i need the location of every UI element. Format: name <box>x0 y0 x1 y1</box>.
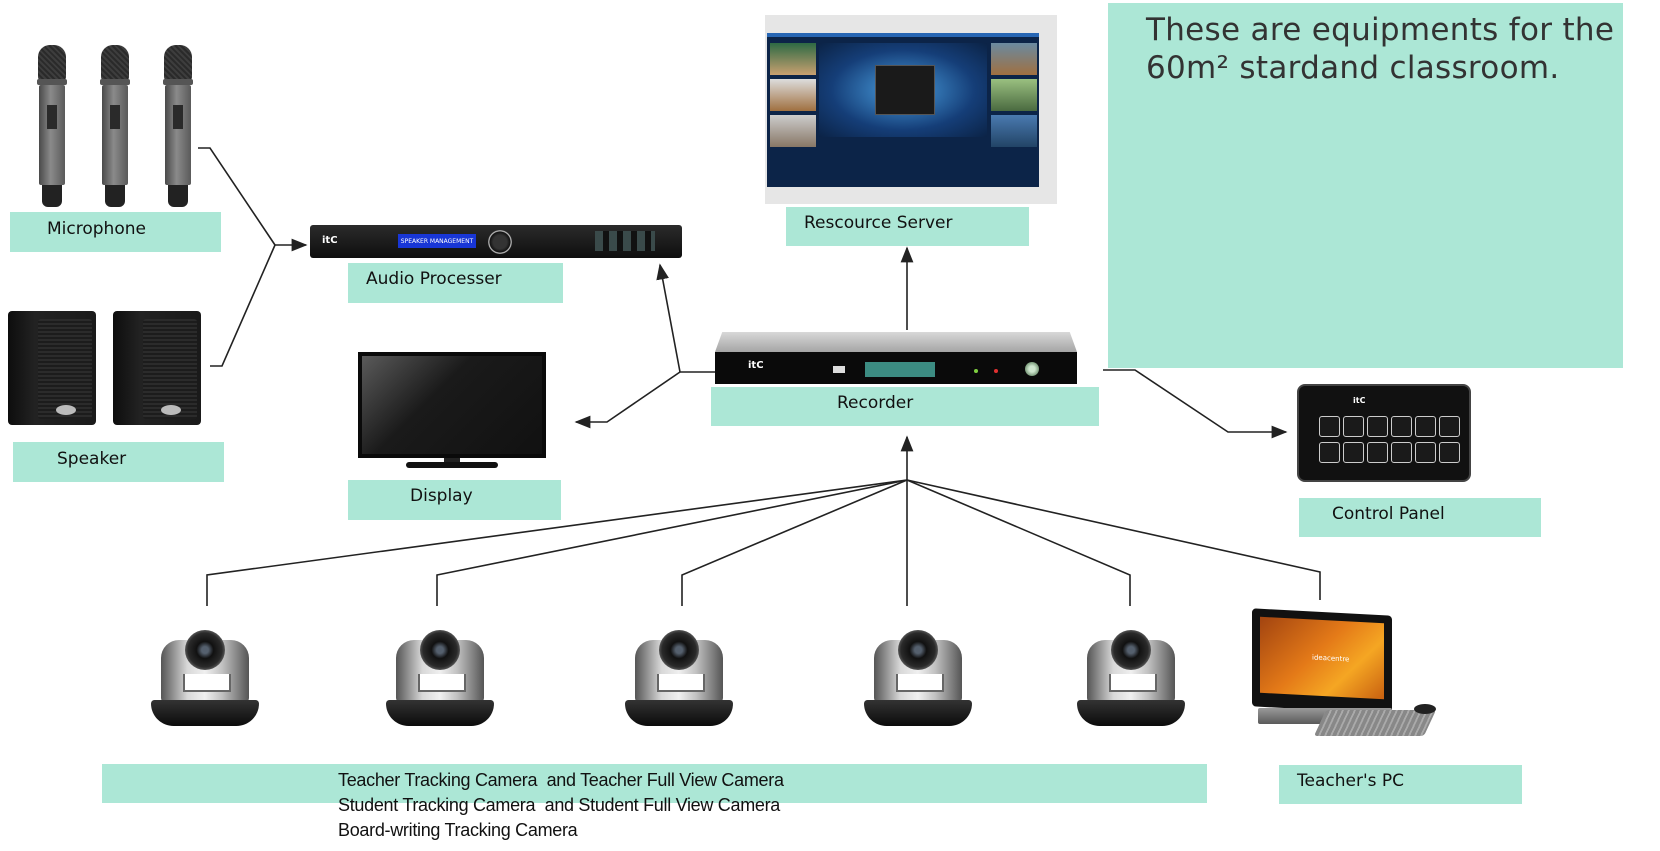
panel-key <box>1343 442 1364 463</box>
brand-logo: itC <box>1353 396 1366 405</box>
resource-server-label: Rescource Server <box>786 207 1029 246</box>
control-panel-device: itC <box>1297 384 1471 482</box>
audio-processor-label-text: Audio Processer <box>366 269 502 289</box>
panel-key <box>1415 442 1436 463</box>
camera-line-1: Teacher Tracking Camera and Teacher Full… <box>338 770 784 790</box>
control-panel-label-text: Control Panel <box>1332 504 1445 524</box>
display-label: Display <box>348 480 561 520</box>
microphone-icon <box>162 45 194 207</box>
wire-microphone <box>198 147 276 246</box>
video-thumbnail <box>770 79 816 111</box>
control-panel-label: Control Panel <box>1299 498 1541 537</box>
video-thumbnail <box>991 79 1037 111</box>
audio-processor-label: Audio Processer <box>348 263 563 303</box>
note-line-1: These are equipments for the <box>1146 12 1615 48</box>
display-device <box>358 352 548 470</box>
teachers-pc-label-text: Teacher's PC <box>1297 771 1404 791</box>
audio-processor-lcd: SPEAKER MANAGEMENT <box>398 234 476 248</box>
teachers-pc-label: Teacher's PC <box>1279 765 1522 804</box>
panel-key <box>1319 416 1340 437</box>
wire-recorder-display <box>574 371 681 429</box>
classroom-note: These are equipments for the 60m² starda… <box>1108 3 1623 368</box>
mouse-icon <box>1414 704 1436 714</box>
wire-speaker <box>210 244 276 367</box>
panel-key <box>1391 416 1412 437</box>
cameras-label <box>102 764 1207 803</box>
video-thumbnail <box>770 115 816 147</box>
recorder-label: Recorder <box>711 387 1099 426</box>
recorder-label-text: Recorder <box>837 393 914 413</box>
recorder-lcd <box>865 362 935 377</box>
note-text: These are equipments for the 60m² starda… <box>1146 11 1614 87</box>
camera-line-3: Board-writing Tracking Camera <box>338 820 578 840</box>
pc-brand: ideacentre <box>1312 653 1350 664</box>
ptz-camera-icon <box>382 630 498 730</box>
wire-camera-2 <box>436 479 908 606</box>
panel-key <box>1367 442 1388 463</box>
video-thumbnail <box>770 43 816 75</box>
power-button-icon <box>1025 362 1039 376</box>
ptz-camera-icon <box>1073 630 1189 730</box>
panel-key <box>1439 416 1460 437</box>
teachers-pc-device: ideacentre <box>1252 608 1452 752</box>
wire-camera-3 <box>681 479 908 606</box>
ptz-camera-icon <box>621 630 737 730</box>
panel-key <box>1439 442 1460 463</box>
speaker-icon <box>113 305 203 425</box>
speaker-icon <box>8 305 98 425</box>
wire-camera-1 <box>206 479 908 606</box>
wire-camera-5 <box>906 479 1131 606</box>
dialog-box <box>875 65 935 115</box>
microphone-icon <box>99 45 131 207</box>
display-label-text: Display <box>410 486 473 506</box>
wire-recorder-audio <box>656 263 715 373</box>
status-led-green <box>974 369 978 373</box>
cameras-label-text: Teacher Tracking Camera and Teacher Full… <box>338 768 784 843</box>
ptz-camera-icon <box>147 630 263 730</box>
ptz-camera-icon <box>860 630 976 730</box>
note-line-2: 60m² stardand classroom. <box>1146 50 1560 86</box>
speaker-label: Speaker <box>13 442 224 482</box>
recorder-device: itC <box>715 332 1077 384</box>
level-meters-icon <box>595 231 655 251</box>
speaker-label-text: Speaker <box>57 449 127 469</box>
panel-key <box>1367 416 1388 437</box>
brand-logo: itC <box>322 235 338 246</box>
usb-port-icon <box>833 366 845 373</box>
panel-key <box>1319 442 1340 463</box>
panel-key <box>1391 442 1412 463</box>
audio-processor-device: itC SPEAKER MANAGEMENT <box>310 225 682 258</box>
panel-key <box>1415 416 1436 437</box>
brand-logo: itC <box>748 360 764 371</box>
video-thumbnail <box>991 43 1037 75</box>
status-led-red <box>994 369 998 373</box>
wire-recorder-panel <box>1103 369 1288 439</box>
camera-line-2: Student Tracking Camera and Student Full… <box>338 795 781 815</box>
video-thumbnail <box>991 115 1037 147</box>
panel-key <box>1343 416 1364 437</box>
microphone-label-text: Microphone <box>47 219 146 239</box>
resource-server-label-text: Rescource Server <box>804 213 953 233</box>
volume-knob-icon <box>488 230 512 254</box>
wire-pc <box>906 479 1321 600</box>
microphone-icon <box>36 45 68 207</box>
keyboard-icon <box>1313 710 1437 736</box>
microphone-label: Microphone <box>10 212 221 252</box>
resource-server-screenshot <box>765 15 1057 204</box>
